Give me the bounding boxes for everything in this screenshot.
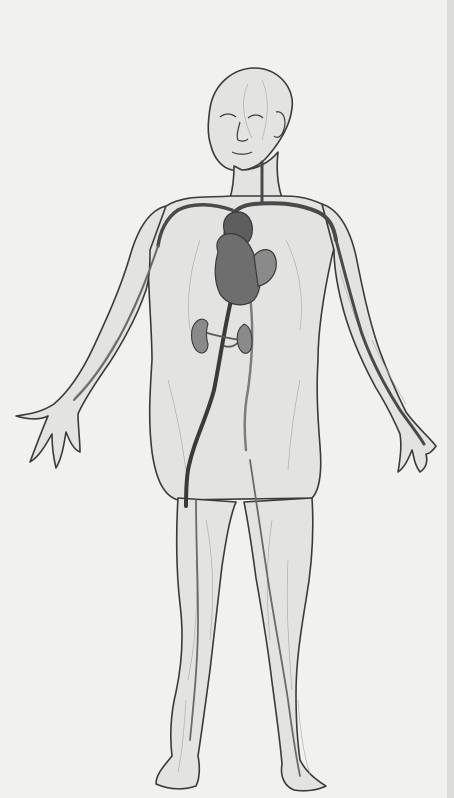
kidney-right (237, 324, 252, 353)
paper-edge (447, 0, 454, 798)
kidney-left (192, 319, 209, 353)
